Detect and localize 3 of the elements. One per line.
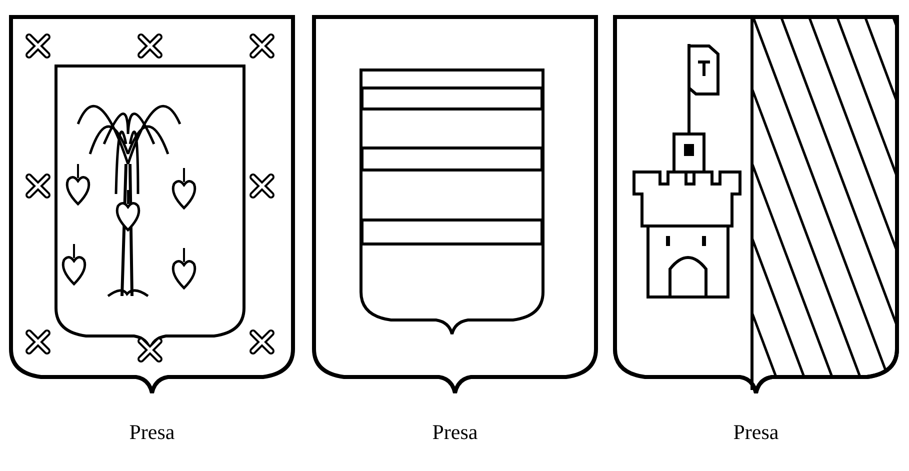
caption-text: Presa	[733, 420, 779, 445]
caption-text: Presa	[432, 420, 478, 445]
caption-text: Presa	[129, 420, 175, 445]
